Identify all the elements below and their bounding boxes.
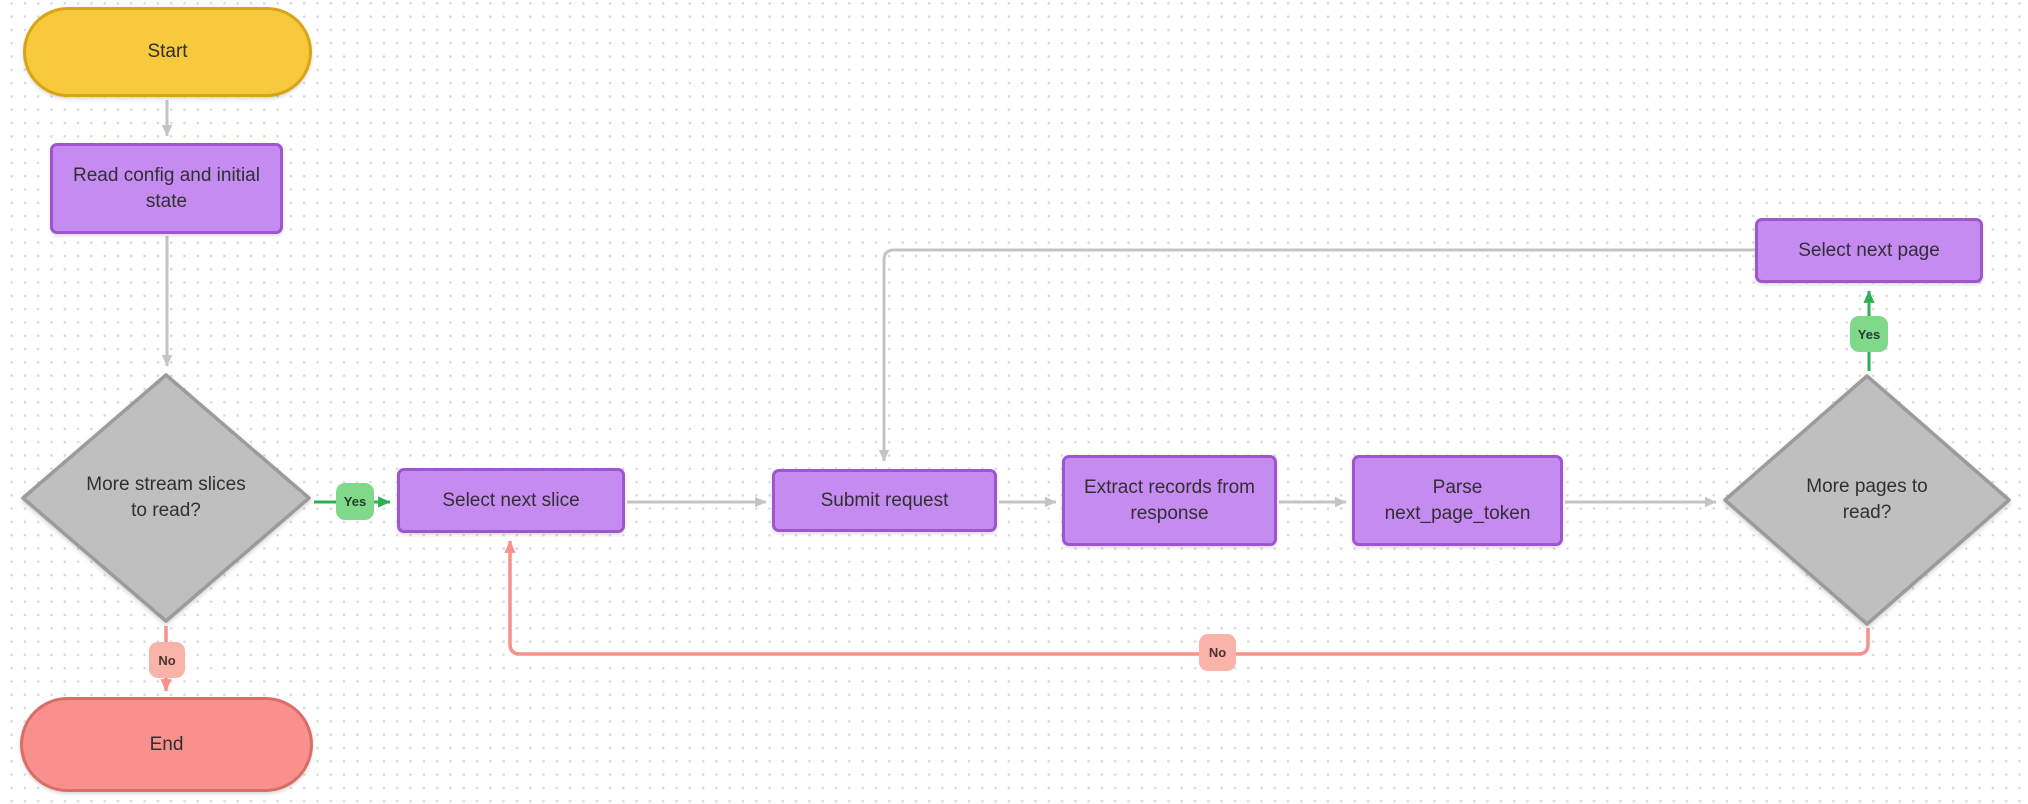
edge-select-next-page-to-submit-request[interactable]: [878, 248, 1757, 462]
node-more-stream-slices-decision[interactable]: More stream slices to read?: [20, 372, 312, 624]
node-label: Submit request: [820, 489, 949, 511]
node-end[interactable]: End: [20, 697, 313, 792]
node-label: Select next page: [1798, 239, 1940, 261]
edge-label-no[interactable]: No: [1199, 634, 1236, 671]
edge-label-yes[interactable]: Yes: [1850, 316, 1888, 352]
node-read-config[interactable]: Read config and initial state: [50, 143, 283, 234]
edge-label-yes[interactable]: Yes: [336, 483, 374, 520]
node-extract-records[interactable]: Extract records from response: [1062, 455, 1277, 546]
node-more-pages-decision[interactable]: More pages to read?: [1722, 373, 2012, 627]
node-parse-next-page-token[interactable]: Parse next_page_token: [1352, 455, 1563, 546]
node-label: Parse next_page_token: [1384, 476, 1531, 524]
node-select-next-slice[interactable]: Select next slice: [397, 468, 625, 533]
node-label: More pages to read?: [1806, 476, 1928, 523]
node-label: End: [149, 733, 184, 755]
node-start[interactable]: Start: [23, 7, 312, 97]
node-label: Extract records from response: [1083, 476, 1256, 524]
edge-label-no[interactable]: No: [149, 642, 185, 678]
node-submit-request[interactable]: Submit request: [772, 469, 997, 532]
node-label: Start: [147, 41, 188, 63]
diamond-shape: [1723, 374, 2011, 626]
node-label: Read config and initial state: [73, 164, 260, 212]
diamond-shape: [21, 373, 311, 623]
node-select-next-page[interactable]: Select next page: [1755, 218, 1983, 283]
node-label: Select next slice: [442, 489, 580, 511]
node-label: More stream slices to read?: [86, 474, 246, 521]
edge-more-pages-no-to-select-next-slice[interactable]: [504, 540, 1870, 656]
